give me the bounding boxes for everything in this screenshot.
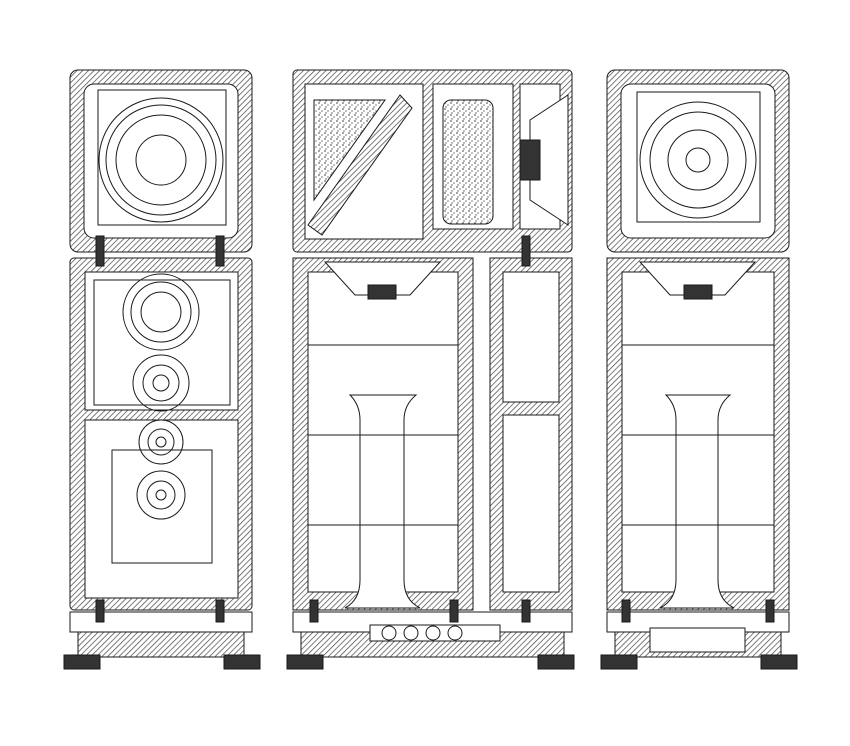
supertweeter-icon [138, 419, 184, 465]
side-woofer-icon [519, 94, 569, 226]
lower-tweeter-icon [136, 470, 186, 520]
midrange-icon [122, 273, 200, 351]
front-view [63, 69, 261, 670]
rear-view [600, 69, 798, 670]
woofer-icon [98, 97, 224, 223]
port-tube [344, 394, 421, 609]
section-view [286, 69, 575, 670]
tweeter-icon [132, 354, 190, 412]
rear-midwoofer-icon [638, 261, 757, 300]
midwoofer-icon [323, 261, 442, 300]
rear-woofer-icon [639, 101, 757, 219]
